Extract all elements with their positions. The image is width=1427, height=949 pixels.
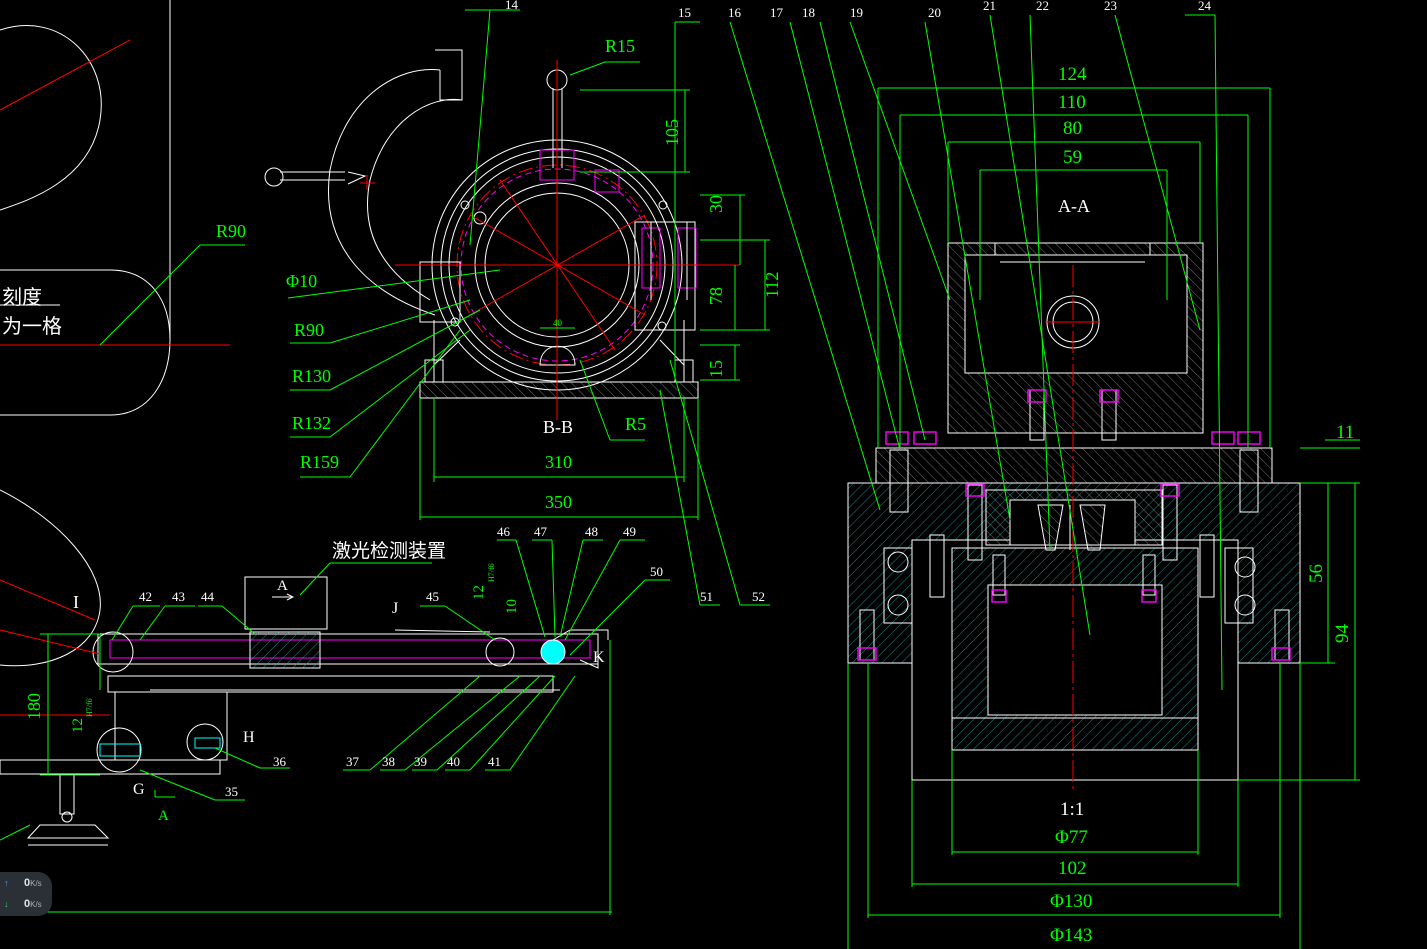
dim-110: 110 bbox=[1058, 92, 1086, 113]
balloon-46: 46 bbox=[497, 524, 511, 539]
dim-fit-12-upper-sub: H7/f6 bbox=[487, 563, 496, 582]
balloon-41: 41 bbox=[488, 754, 501, 769]
dim-40: 40 bbox=[553, 318, 563, 328]
dim-124: 124 bbox=[1058, 64, 1087, 85]
balloon-24: 24 bbox=[1198, 0, 1212, 13]
balloon-18: 18 bbox=[802, 5, 815, 20]
label-ratio: 1:1 bbox=[1060, 799, 1084, 820]
dim-310: 310 bbox=[545, 452, 572, 472]
balloon-45: 45 bbox=[426, 589, 439, 604]
balloon-40: 40 bbox=[447, 754, 460, 769]
dim-10: 10 bbox=[504, 599, 520, 614]
label-view-H: H bbox=[243, 729, 255, 746]
balloon-19: 19 bbox=[850, 5, 863, 20]
aa-dimension-texts: 124 110 80 59 11 56 94 Φ77 102 Φ130 Φ143 bbox=[1050, 64, 1354, 946]
dim-r90-top: R90 bbox=[216, 221, 246, 241]
balloon-35: 35 bbox=[225, 784, 238, 799]
scale-disc-view bbox=[0, 0, 245, 667]
dim-112: 112 bbox=[762, 272, 782, 298]
bb-dimension-lines bbox=[287, 61, 770, 520]
balloon-17: 17 bbox=[770, 5, 784, 20]
dim-fit-12-lower: 12 bbox=[70, 718, 86, 733]
balloon-21: 21 bbox=[983, 0, 996, 13]
dim-fit-12-lower-sub: H7/f6 bbox=[85, 698, 94, 717]
balloon-49: 49 bbox=[623, 524, 636, 539]
label-view-J: J bbox=[392, 600, 398, 617]
dim-r130: R130 bbox=[292, 366, 331, 386]
balloon-23: 23 bbox=[1104, 0, 1117, 13]
download-arrow-icon: ↓ bbox=[4, 899, 9, 909]
dim-phi143: Φ143 bbox=[1050, 925, 1092, 946]
dim-180: 180 bbox=[24, 693, 44, 720]
dim-phi77: Φ77 bbox=[1055, 827, 1088, 848]
dim-r90: R90 bbox=[294, 320, 324, 340]
balloon-47: 47 bbox=[534, 524, 548, 539]
balloon-42: 42 bbox=[139, 589, 152, 604]
label-view-a-top: A bbox=[277, 578, 288, 594]
dim-30: 30 bbox=[706, 195, 726, 213]
balloon-51: 51 bbox=[700, 589, 713, 604]
balloon-44: 44 bbox=[201, 589, 215, 604]
dim-102: 102 bbox=[1058, 858, 1087, 879]
dim-59: 59 bbox=[1063, 147, 1082, 168]
label-view-I: I bbox=[73, 592, 79, 612]
arrow-a-top bbox=[272, 593, 295, 601]
aa-section-view bbox=[847, 242, 1301, 790]
balloon-14: 14 bbox=[505, 0, 519, 12]
download-speed-row: ↓ 0K/s bbox=[4, 898, 42, 910]
dim-105: 105 bbox=[662, 119, 682, 146]
scale-note-line2: 为一格 bbox=[2, 315, 62, 338]
balloon-38: 38 bbox=[382, 754, 395, 769]
dim-350: 350 bbox=[545, 492, 572, 512]
upload-speed-value: 0K/s bbox=[24, 877, 42, 889]
balloon-37: 37 bbox=[346, 754, 360, 769]
laser-dimension-texts: 42 43 44 45 46 47 48 49 50 37 38 39 40 4… bbox=[139, 524, 663, 799]
dim-r159: R159 bbox=[300, 452, 339, 472]
balloon-16: 16 bbox=[728, 5, 742, 20]
balloon-15: 15 bbox=[678, 5, 691, 20]
dim-80: 80 bbox=[1063, 118, 1082, 139]
dim-phi10: Φ10 bbox=[286, 271, 317, 291]
label-laser-device: 激光检测装置 bbox=[332, 540, 446, 562]
dim-fit-12-upper: 12 bbox=[471, 585, 487, 600]
dim-r132: R132 bbox=[292, 413, 331, 433]
dim-r15: R15 bbox=[605, 36, 635, 56]
label-section-aa: A-A bbox=[1058, 196, 1090, 216]
label-view-K: K bbox=[593, 649, 605, 666]
dim-11: 11 bbox=[1336, 422, 1354, 443]
balloon-52: 52 bbox=[752, 589, 765, 604]
dim-r5: R5 bbox=[625, 414, 646, 434]
label-section-bb: B-B bbox=[543, 417, 573, 437]
balloon-36: 36 bbox=[273, 754, 287, 769]
balloon-20: 20 bbox=[928, 5, 941, 20]
balloon-22: 22 bbox=[1036, 0, 1049, 13]
laser-dimension-lines bbox=[0, 539, 670, 915]
label-view-a-bottom: A bbox=[158, 808, 169, 824]
network-speed-widget[interactable]: ↑ 0K/s ↓ 0K/s bbox=[0, 872, 52, 916]
dim-94: 94 bbox=[1332, 624, 1353, 644]
laser-device-view bbox=[0, 576, 609, 846]
aa-hidden-markers bbox=[857, 389, 1291, 661]
upload-speed-row: ↑ 0K/s bbox=[4, 877, 42, 889]
top-balloons: 14 15 16 17 18 19 20 21 22 23 24 51 52 bbox=[505, 0, 1212, 604]
balloon-48: 48 bbox=[585, 524, 598, 539]
arrow-a-bottom bbox=[154, 790, 175, 798]
balloon-39: 39 bbox=[414, 754, 427, 769]
label-view-G: G bbox=[133, 781, 145, 798]
dim-56: 56 bbox=[1306, 564, 1327, 583]
scale-note-line1: 刻度 bbox=[2, 286, 42, 309]
bb-section-view bbox=[264, 49, 740, 420]
balloon-50: 50 bbox=[650, 564, 663, 579]
upload-arrow-icon: ↑ bbox=[4, 878, 9, 888]
bb-dimension-texts: R15 105 30 112 78 15 Φ10 R90 R130 R132 R… bbox=[286, 36, 782, 512]
download-speed-value: 0K/s bbox=[24, 898, 42, 910]
balloon-43: 43 bbox=[172, 589, 185, 604]
dim-15: 15 bbox=[706, 360, 726, 378]
aa-dimension-lines bbox=[465, 9, 1360, 949]
dim-78: 78 bbox=[706, 287, 726, 305]
dim-phi130: Φ130 bbox=[1050, 891, 1092, 912]
